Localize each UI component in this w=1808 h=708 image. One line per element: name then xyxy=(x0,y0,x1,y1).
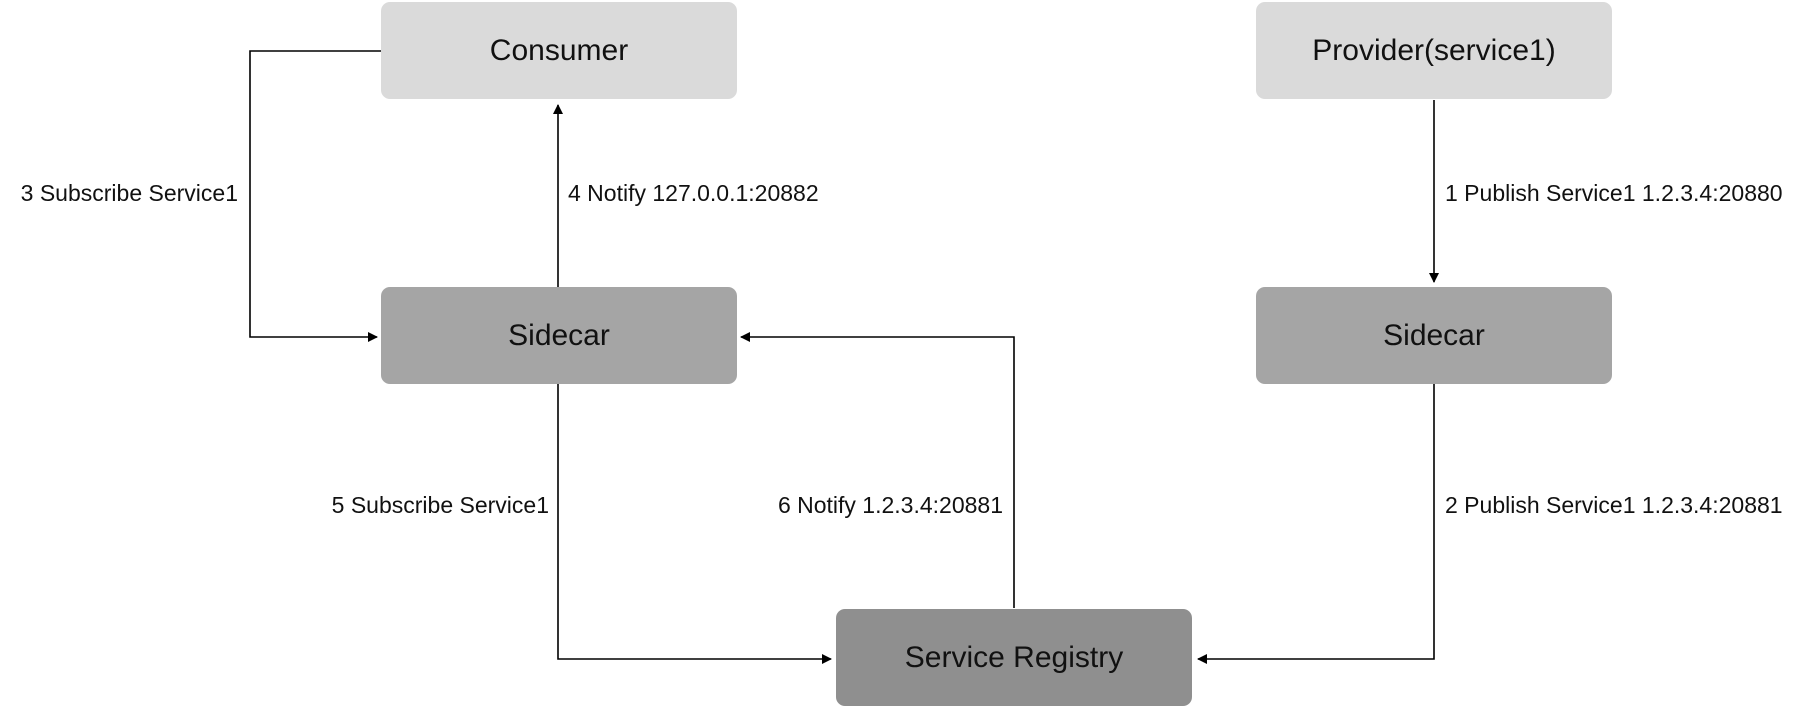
consumer-node-label: Consumer xyxy=(489,33,629,67)
provider-node-label: Provider(service1) xyxy=(1312,33,1556,67)
edge-subscribe-registry xyxy=(557,384,832,664)
label-publish-registry: 2 Publish Service1 1.2.3.4:20881 xyxy=(1445,492,1783,518)
consumer-sidecar-label: Sidecar xyxy=(508,318,610,352)
label-subscribe-consumer: 3 Subscribe Service1 xyxy=(20,180,238,206)
edge-publish-registry xyxy=(1197,384,1435,664)
label-publish-provider: 1 Publish Service1 1.2.3.4:20880 xyxy=(1445,180,1783,206)
provider-node: Provider(service1) xyxy=(1256,2,1612,99)
edge-notify-registry xyxy=(740,332,1015,608)
label-notify-consumer: 4 Notify 127.0.0.1:20882 xyxy=(568,180,819,206)
edge-subscribe-consumer xyxy=(249,50,381,342)
consumer-node: Consumer xyxy=(381,2,737,99)
consumer-sidecar-node: Sidecar xyxy=(381,287,737,384)
service-registry-label: Service Registry xyxy=(904,640,1124,674)
service-registry-node: Service Registry xyxy=(836,609,1192,706)
label-subscribe-registry: 5 Subscribe Service1 xyxy=(331,492,549,518)
label-notify-registry: 6 Notify 1.2.3.4:20881 xyxy=(777,492,1003,518)
provider-sidecar-label: Sidecar xyxy=(1383,318,1485,352)
provider-sidecar-node: Sidecar xyxy=(1256,287,1612,384)
